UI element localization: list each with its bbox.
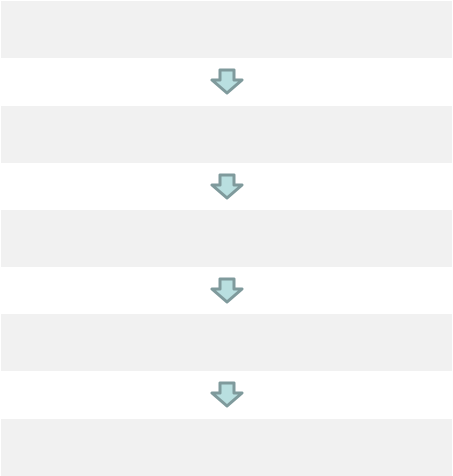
down-arrow-icon (210, 277, 244, 304)
flow-step-2 (1, 106, 452, 163)
flow-step-5 (1, 419, 452, 476)
flow-step-1 (1, 1, 452, 58)
down-arrow-icon (210, 381, 244, 408)
down-arrow-icon (210, 68, 244, 95)
flow-step-3 (1, 210, 452, 267)
down-arrow-icon (210, 173, 244, 200)
flow-step-4 (1, 314, 452, 371)
